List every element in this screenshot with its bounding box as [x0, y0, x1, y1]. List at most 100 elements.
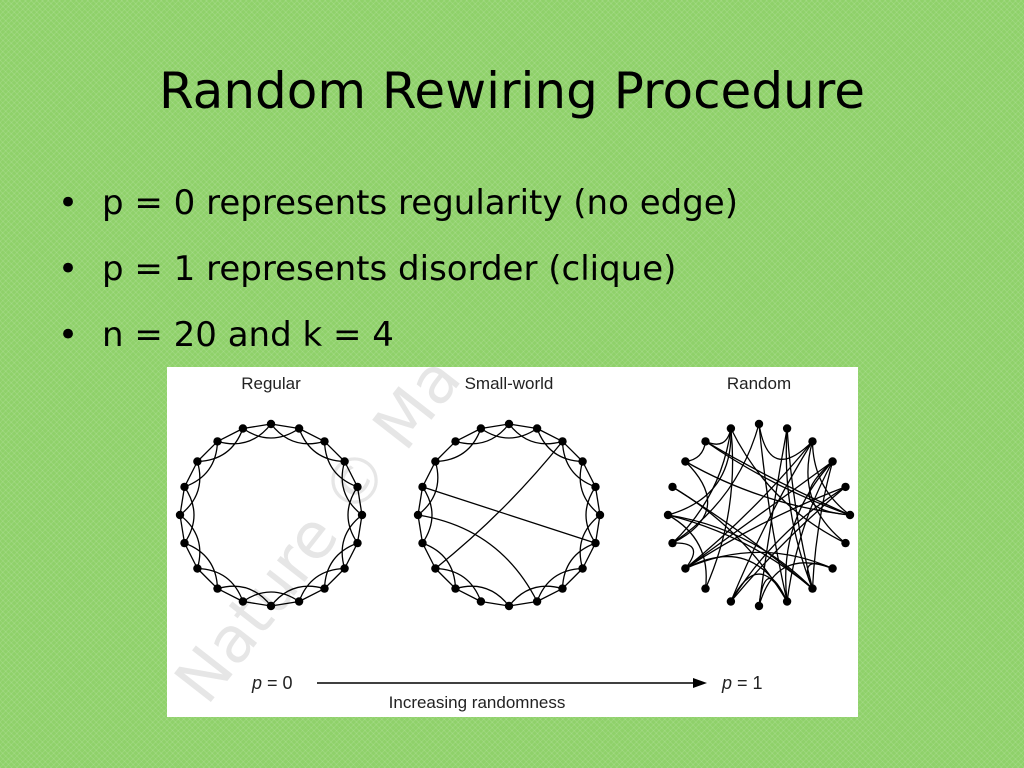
network-edge — [705, 440, 851, 516]
axis-caption: Increasing randomness — [389, 693, 566, 712]
network-edge — [242, 427, 300, 439]
network-node — [808, 437, 817, 446]
bullet-item: • n = 20 and k = 4 — [58, 302, 738, 368]
network-node — [504, 419, 514, 429]
network-node — [782, 424, 792, 433]
network-edge — [685, 551, 833, 570]
network-edge — [323, 542, 358, 589]
bullet-text: p = 0 represents regularity (no edge) — [102, 183, 738, 223]
network-edge — [811, 461, 834, 589]
network-node — [294, 597, 304, 606]
network-edge — [685, 441, 707, 463]
network-edge — [183, 542, 198, 569]
network-edge — [434, 440, 564, 570]
network-edge — [508, 423, 563, 445]
network-edge — [508, 600, 538, 607]
network-edge — [705, 440, 851, 516]
network-node — [532, 424, 542, 433]
bullet-text: n = 20 and k = 4 — [102, 315, 394, 355]
network-node — [320, 437, 329, 446]
network-node — [340, 564, 349, 573]
network-edge — [672, 423, 760, 544]
network-edge — [217, 427, 244, 442]
network-edge — [435, 567, 482, 602]
network-edge — [217, 585, 272, 607]
network-node — [353, 538, 362, 548]
slide-title: Random Rewiring Procedure — [159, 62, 865, 120]
network-edge — [536, 588, 563, 603]
network-node — [431, 457, 440, 466]
network-node — [418, 538, 427, 548]
network-edge — [455, 585, 510, 607]
network-node — [701, 584, 710, 593]
panel-label-random: Random — [727, 374, 791, 393]
network-edge — [183, 461, 198, 488]
network-edge — [561, 441, 596, 488]
network-node — [180, 538, 189, 548]
network-node — [353, 482, 362, 492]
network-node — [476, 597, 486, 606]
bullet-list: • p = 0 represents regularity (no edge) … — [58, 170, 738, 368]
network-edge — [480, 427, 538, 439]
network-node — [591, 482, 600, 492]
network-edge — [179, 514, 201, 569]
network-node — [238, 597, 248, 606]
network-node — [413, 510, 423, 520]
network-node — [726, 597, 736, 606]
network-edge — [579, 461, 601, 516]
network-edge — [347, 486, 359, 544]
network-node — [532, 597, 542, 606]
network-node — [595, 510, 605, 520]
network-edge — [217, 423, 272, 445]
network-edge — [184, 441, 219, 488]
watermark: Nature © Ma — [167, 367, 476, 717]
network-node — [213, 437, 222, 446]
network-edge — [758, 428, 788, 607]
network-edge — [179, 514, 186, 544]
network-edge — [421, 542, 436, 569]
network-edge — [685, 460, 851, 516]
network-edge — [455, 423, 510, 445]
network-node — [451, 584, 460, 593]
network-edge — [298, 427, 325, 442]
network-edge — [179, 461, 201, 516]
network-edge — [197, 567, 244, 602]
network-edge — [704, 428, 734, 589]
small-world-network — [413, 419, 605, 611]
network-edge — [242, 591, 300, 603]
network-node — [841, 538, 850, 548]
axis-right-label: p = 1 — [721, 673, 763, 693]
network-node — [357, 510, 367, 520]
network-node — [294, 424, 304, 433]
network-edge — [758, 562, 833, 607]
network-node — [782, 597, 792, 606]
network-node — [266, 419, 276, 429]
network-node — [828, 564, 837, 573]
network-edge — [417, 486, 424, 516]
network-edge — [435, 428, 482, 463]
network-edge — [594, 514, 601, 544]
network-edge — [536, 428, 583, 463]
network-edge — [684, 440, 814, 570]
network-node — [180, 482, 189, 492]
bullet-item: • p = 0 represents regularity (no edge) — [58, 170, 738, 236]
network-edge — [298, 428, 345, 463]
network-edge — [422, 486, 596, 544]
network-figure: Nature © Ma Regular Small-world Random p… — [167, 367, 858, 717]
network-edge — [758, 423, 813, 460]
network-edge — [667, 514, 813, 590]
network-edge — [341, 514, 363, 569]
network-node — [418, 482, 427, 492]
network-node — [726, 424, 736, 433]
network-node — [238, 424, 248, 433]
network-edge — [667, 428, 732, 516]
network-edge — [298, 567, 345, 602]
network-diagram: Nature © Ma Regular Small-world Random p… — [167, 367, 855, 717]
network-edge — [536, 567, 583, 602]
network-edge — [730, 428, 846, 544]
network-edge — [341, 461, 363, 516]
network-node — [558, 584, 567, 593]
network-edge — [455, 427, 482, 442]
network-edge — [672, 486, 788, 602]
network-node — [845, 510, 855, 520]
